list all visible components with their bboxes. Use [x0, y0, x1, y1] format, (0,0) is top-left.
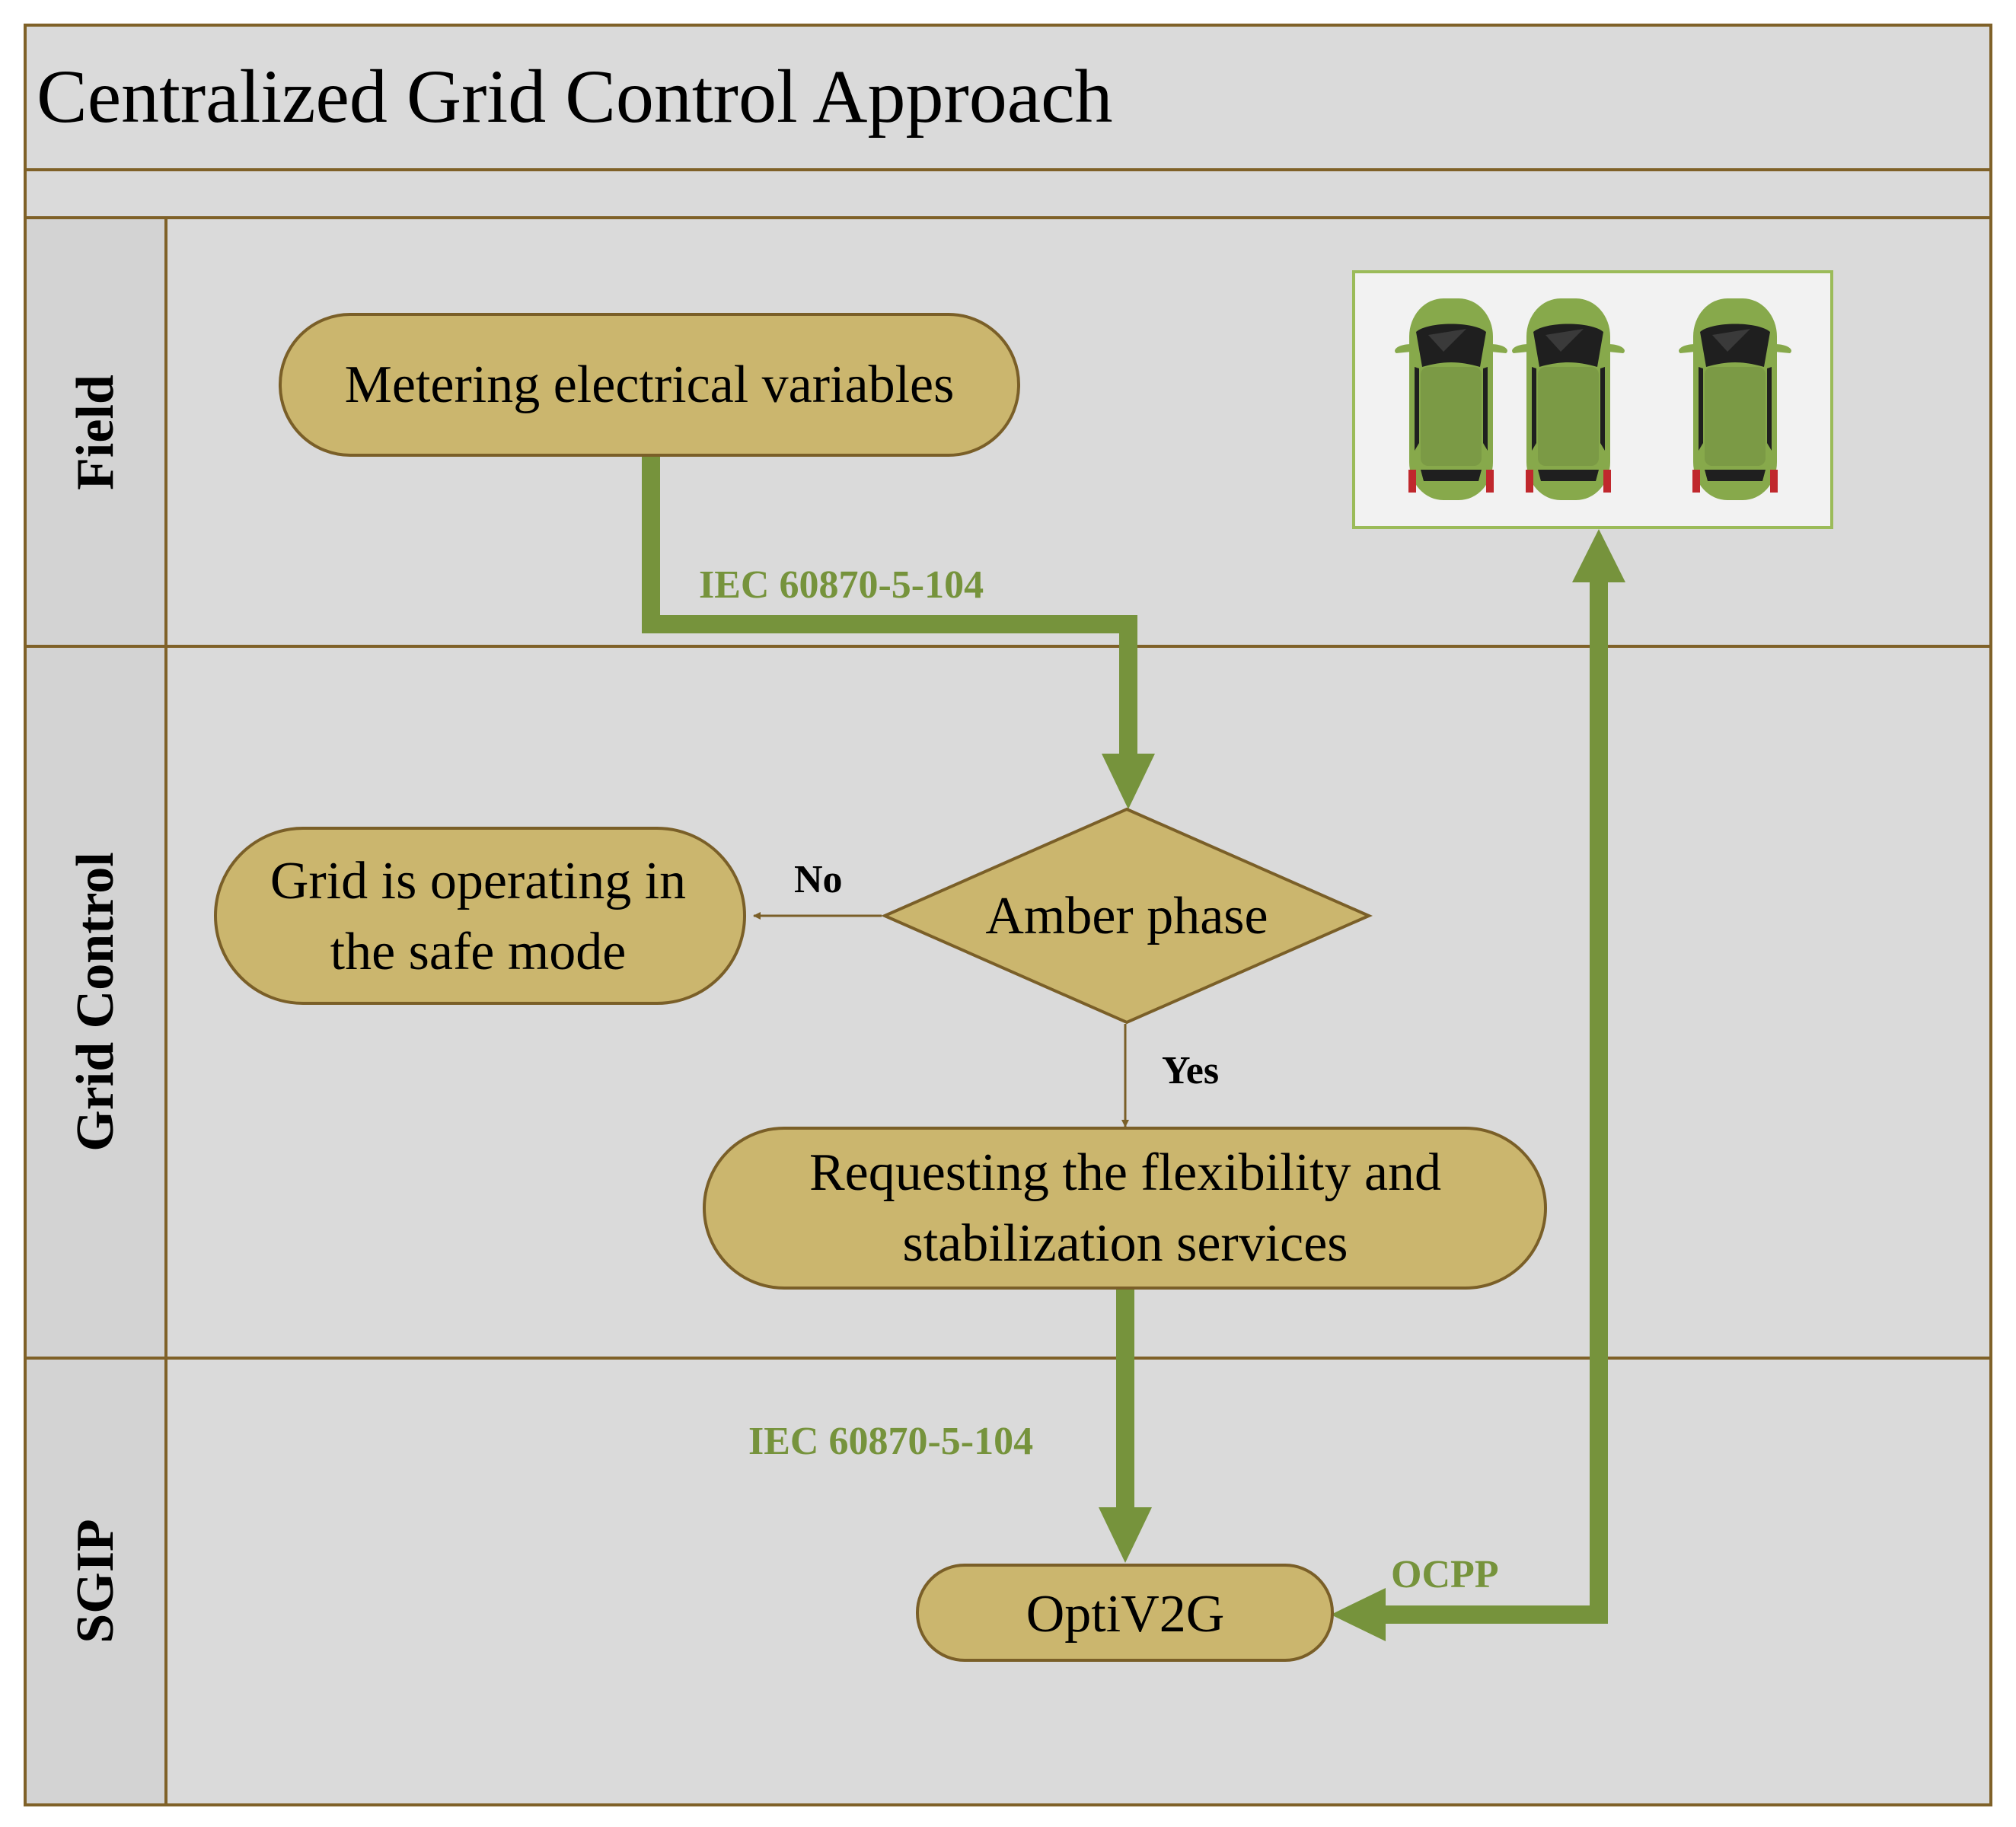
connector-ocpp-to-evs — [1380, 575, 1608, 1624]
node-optiv2g — [916, 1564, 1334, 1662]
car-icon — [1679, 298, 1791, 500]
arrowhead-evs — [1572, 529, 1625, 582]
lane-header-column — [27, 219, 166, 1803]
node-amber-phase — [881, 807, 1373, 1025]
node-metering — [279, 313, 1020, 457]
branch-label-yes: Yes — [1162, 1049, 1219, 1092]
lane-label-sgip: SGIP — [66, 1519, 125, 1643]
node-safe-mode-line2: the safe mode — [330, 923, 627, 981]
arrowhead-optiv2g — [1099, 1507, 1152, 1563]
node-safe-mode-line1: Grid is operating in — [270, 852, 686, 910]
branch-label-no: No — [794, 858, 843, 901]
node-amber-phase-label: Amber phase — [985, 887, 1268, 945]
car-icon — [1512, 298, 1625, 500]
node-requesting-line1: Requesting the flexibility and — [809, 1143, 1441, 1202]
node-metering-label: Metering electrical variables — [345, 356, 955, 414]
protocol-label-top: IEC 60870-5-104 — [699, 563, 984, 607]
lane-label-grid-control: Grid Control — [66, 852, 125, 1151]
lane-label-field: Field — [66, 375, 125, 490]
node-requesting-line2: stabilization services — [902, 1214, 1348, 1273]
node-requesting — [703, 1127, 1547, 1290]
arrowhead-amber — [1102, 754, 1155, 809]
car-icon — [1395, 298, 1507, 500]
protocol-label-bottom: IEC 60870-5-104 — [748, 1420, 1033, 1463]
arrowhead-ocpp — [1331, 1588, 1386, 1641]
diagram-title: Centralized Grid Control Approach — [37, 54, 1113, 139]
node-optiv2g-label: OptiV2G — [1026, 1585, 1225, 1644]
connector-metering-to-amber — [642, 457, 1137, 769]
protocol-label-ocpp: OCPP — [1391, 1553, 1499, 1596]
node-safe-mode — [214, 827, 746, 1005]
